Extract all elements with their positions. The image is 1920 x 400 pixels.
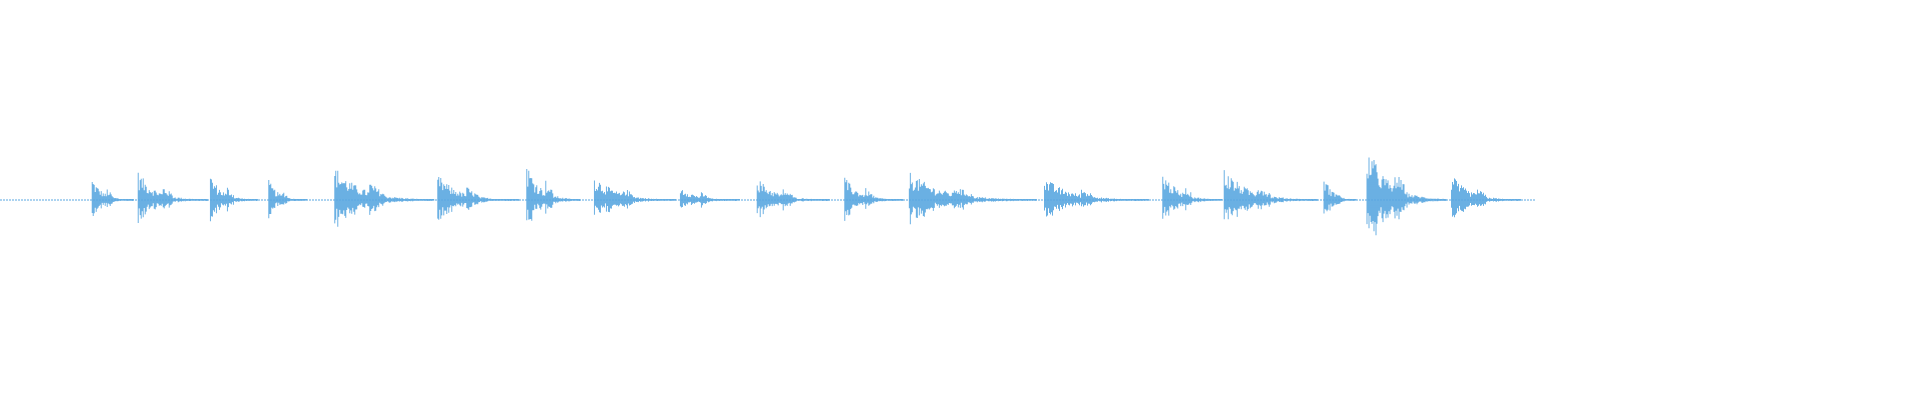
waveform-bursts — [91, 157, 1521, 236]
